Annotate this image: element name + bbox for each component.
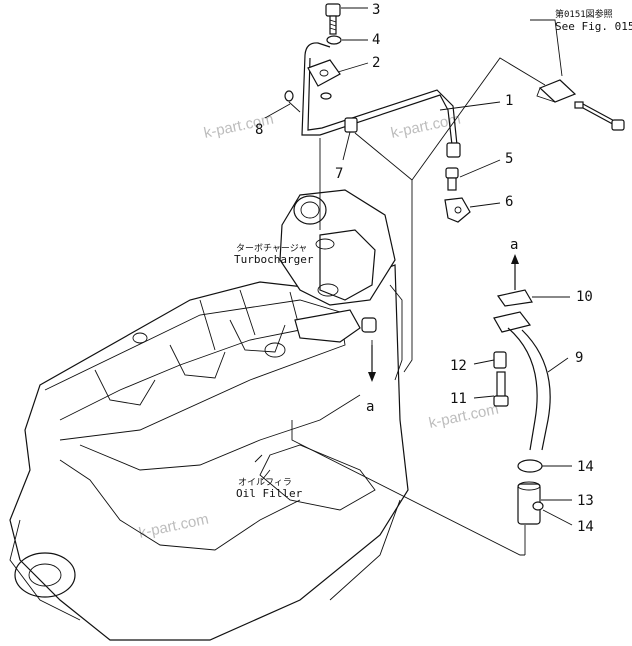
reference-label-en: See Fig. 0151 bbox=[555, 20, 632, 33]
engine-block bbox=[9, 264, 409, 641]
reference-label-jp: 第0151図参照 bbox=[555, 8, 613, 20]
flange-part-2 bbox=[307, 59, 341, 87]
clamp-part-14-upper bbox=[517, 459, 543, 473]
turbocharger-label: Turbocharger bbox=[234, 253, 314, 266]
callout-10: 10 bbox=[576, 289, 593, 305]
spacer-part-12 bbox=[493, 351, 507, 369]
watermark-1: k-part.com bbox=[202, 111, 275, 142]
oil-filler-label-jp: オイルフィラ bbox=[238, 477, 292, 488]
callout-3: 3 bbox=[372, 2, 380, 18]
gasket-part-10 bbox=[496, 289, 533, 307]
oil-feed-tube bbox=[301, 42, 461, 158]
callout-7: 7 bbox=[335, 166, 343, 182]
nut-part-8 bbox=[284, 90, 294, 102]
callout-2: 2 bbox=[372, 55, 380, 71]
fitting-part-5 bbox=[445, 167, 459, 191]
bolt-part-11 bbox=[493, 371, 509, 407]
o-ring bbox=[320, 92, 332, 100]
clamp-part-14-lower bbox=[532, 501, 544, 511]
leader-lines bbox=[264, 7, 573, 526]
oil-return-pipe bbox=[493, 289, 551, 525]
turbocharger-label-jp: ターボチャージャ bbox=[236, 243, 307, 254]
bolt-part-3 bbox=[325, 3, 341, 35]
callout-12: 12 bbox=[450, 358, 467, 374]
callout-6: 6 bbox=[505, 194, 513, 210]
callout-9: 9 bbox=[575, 350, 583, 366]
callout-a-bottom: a bbox=[366, 399, 374, 415]
callout-5: 5 bbox=[505, 151, 513, 167]
elbow-part-6 bbox=[444, 197, 471, 223]
callout-11: 11 bbox=[450, 391, 467, 407]
clamp-part-7 bbox=[344, 117, 358, 133]
callout-14-upper: 14 bbox=[577, 459, 594, 475]
oil-filler-label: Oil Filler bbox=[236, 487, 303, 500]
callout-1: 1 bbox=[505, 93, 513, 109]
assembly-lines bbox=[288, 57, 546, 556]
callout-13: 13 bbox=[577, 493, 594, 509]
reference-hose bbox=[536, 79, 625, 131]
washer-part-4 bbox=[326, 35, 342, 45]
callout-a-top: a bbox=[510, 237, 518, 253]
turbocharger-graphic bbox=[279, 189, 396, 343]
callout-14-lower: 14 bbox=[577, 519, 594, 535]
callout-4: 4 bbox=[372, 32, 380, 48]
callout-8: 8 bbox=[255, 122, 263, 138]
